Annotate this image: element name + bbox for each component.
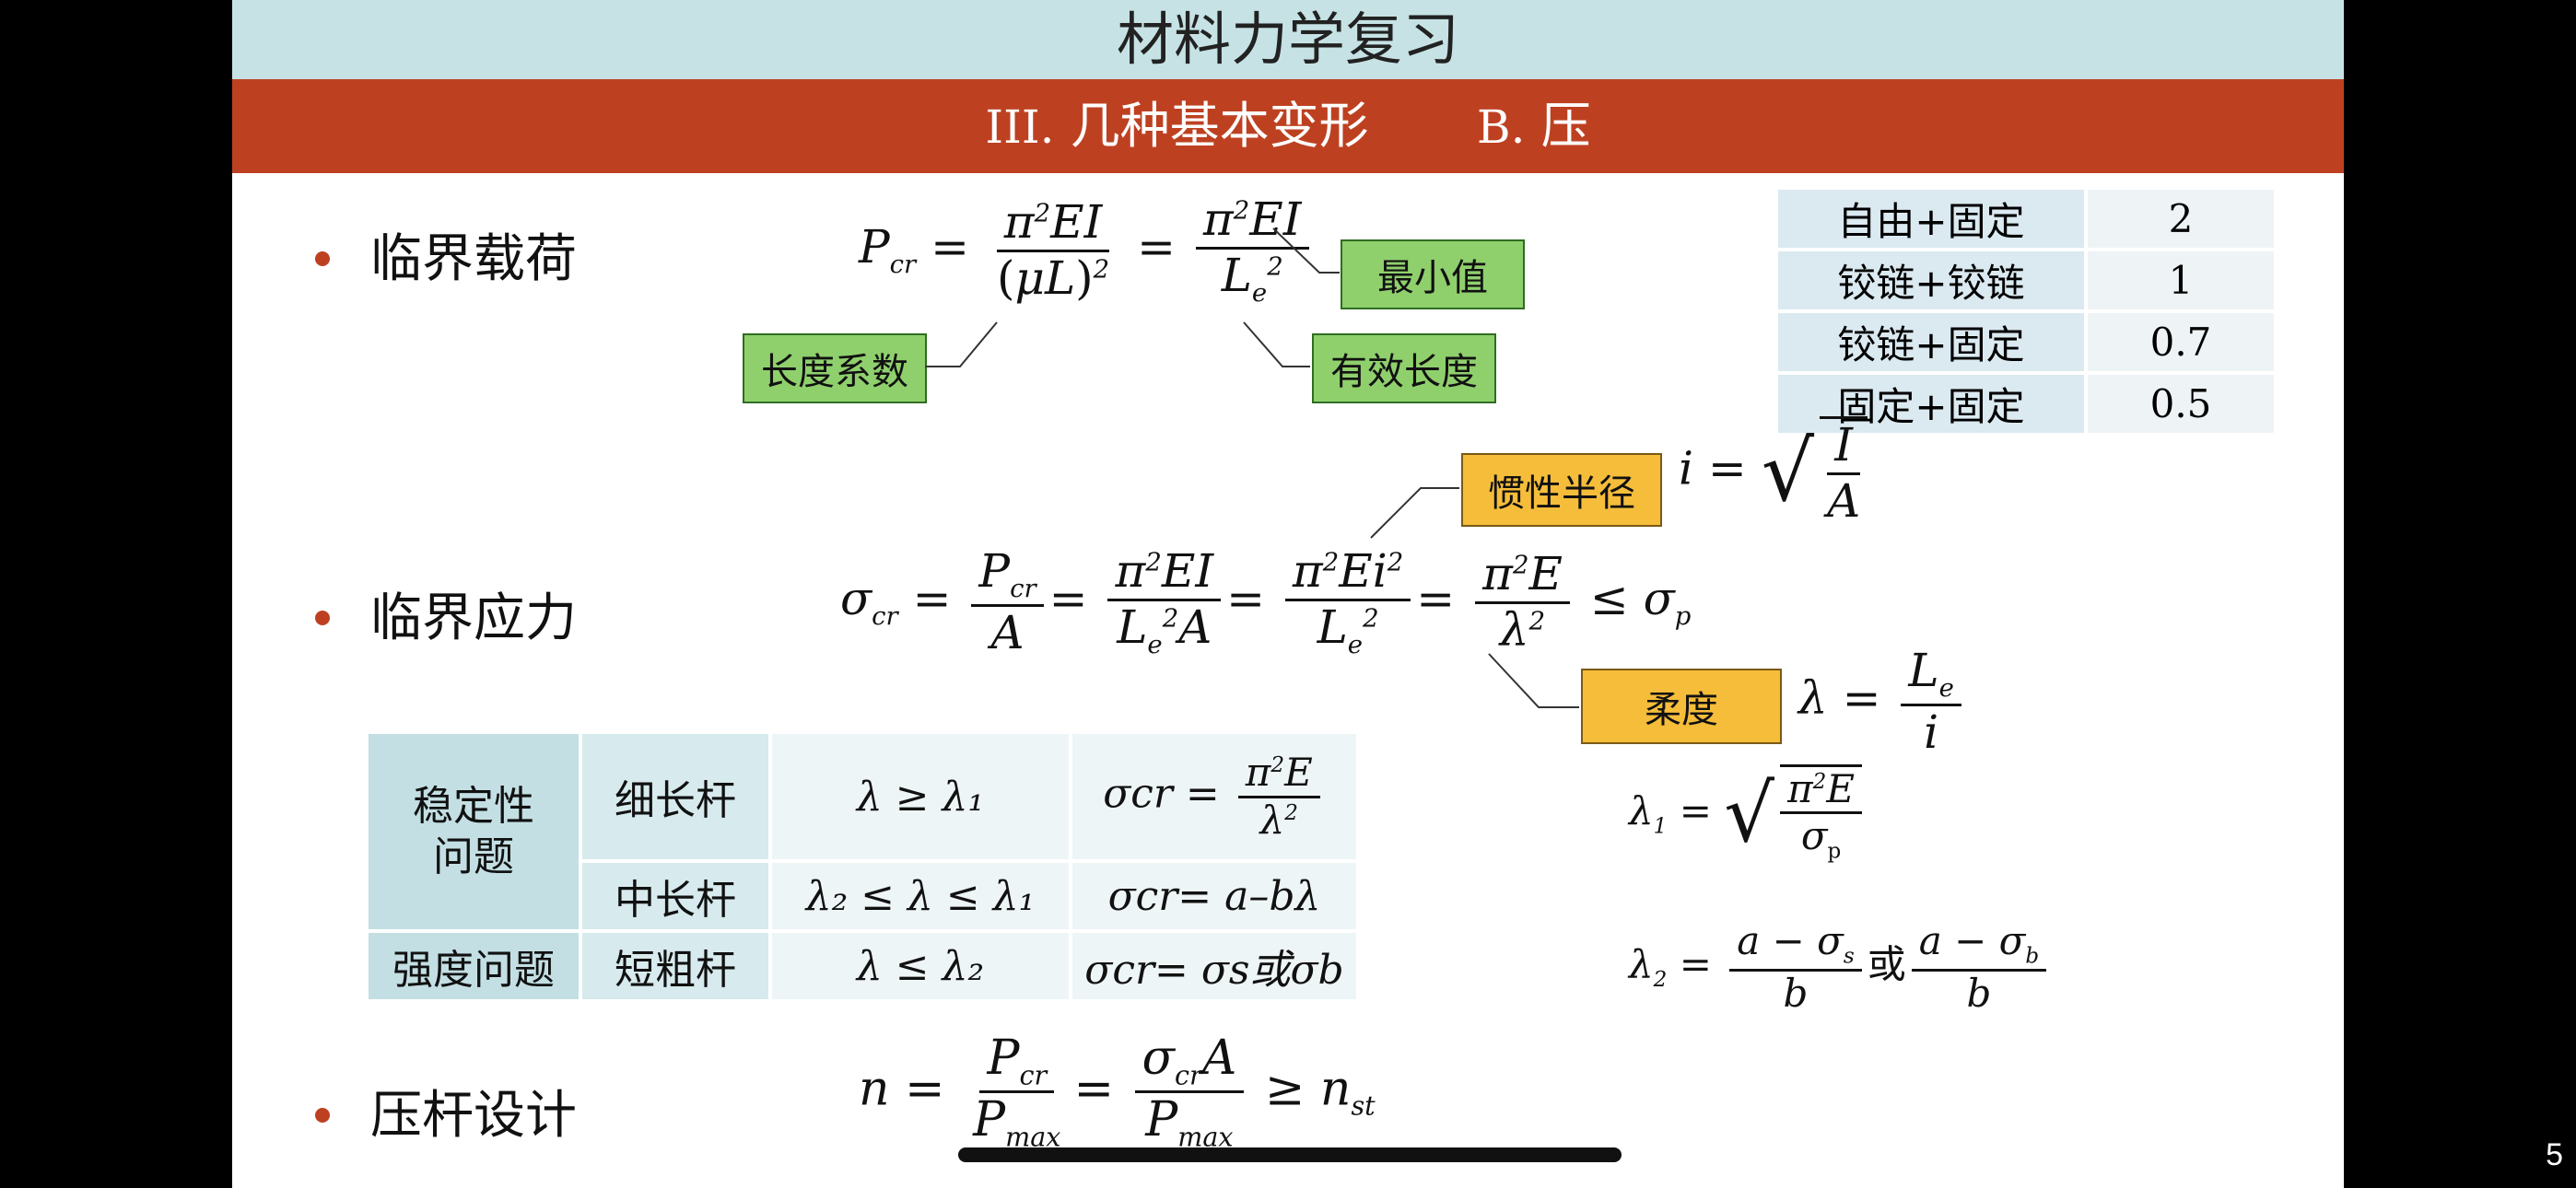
mu-cell: 0.7 — [2084, 313, 2274, 371]
bullet-text: 临界载荷 — [370, 229, 577, 289]
effective-length-callout: 有效长度 — [1312, 333, 1496, 403]
bullet-dot-icon — [315, 610, 330, 625]
condition-cell: λ ≥ λ₁ — [772, 734, 1069, 859]
mu-cell: 0.5 — [2084, 375, 2274, 433]
callout-connectors — [925, 227, 1579, 708]
type-cell: 短粗杆 — [582, 933, 768, 999]
bullet-text: 临界应力 — [370, 588, 577, 648]
section-letter: B. — [1476, 100, 1526, 154]
condition-cell: λ ≤ λ₂ — [772, 933, 1069, 999]
slenderness-callout: 柔度 — [1581, 669, 1782, 744]
support-cell: 固定+固定 — [1778, 375, 2084, 433]
mu-cell: 1 — [2084, 251, 2274, 309]
bullet-dot-icon — [315, 250, 330, 266]
connector-effective-length — [1243, 321, 1310, 367]
type-cell: 中长杆 — [582, 863, 768, 929]
slide: 材料力学复习 III. 几种基本变形 B. 压 临界载荷 临界应力 压杆设计 P… — [232, 0, 2344, 1188]
section-name: 几种基本变形 — [1070, 97, 1369, 155]
section-roman: III. — [985, 100, 1055, 154]
connector-gyration-radius — [1370, 487, 1459, 539]
section-header: III. 几种基本变形 B. 压 — [232, 79, 2344, 173]
min-value-callout: 最小值 — [1341, 239, 1525, 309]
group-strength-cell: 强度问题 — [369, 933, 579, 999]
gyration-radius-callout: 惯性半径 — [1461, 453, 1662, 527]
bullet-dot-icon — [315, 1107, 330, 1123]
table-row: 强度问题 短粗杆 λ ≤ λ₂ σcr= σs或σb — [369, 933, 1356, 999]
connector-slenderness — [1488, 653, 1579, 708]
table-row: 中长杆 λ₂ ≤ λ ≤ λ₁ σcr= a–bλ — [369, 863, 1356, 929]
condition-cell: λ₂ ≤ λ ≤ λ₁ — [772, 863, 1069, 929]
type-cell: 细长杆 — [582, 734, 768, 859]
bullet-critical-load: 临界载荷 — [315, 217, 577, 292]
mu-cell: 2 — [2084, 190, 2274, 248]
connector-length-factor — [925, 321, 998, 367]
formula-cell: σcr= a–bλ — [1072, 863, 1356, 929]
support-cell: 自由+固定 — [1778, 190, 2084, 248]
support-cell: 铰链+固定 — [1778, 313, 2084, 371]
page-number: 5 — [2546, 1137, 2563, 1172]
or-text: 或 — [1867, 941, 1906, 987]
bullet-text: 压杆设计 — [370, 1086, 577, 1146]
bullet-critical-stress: 临界应力 — [315, 577, 577, 651]
length-factor-callout: 长度系数 — [743, 333, 927, 403]
formula-cell: σcr= σs或σb — [1072, 933, 1356, 999]
slide-title: 材料力学复习 — [232, 0, 2344, 79]
bullet-strut-design: 压杆设计 — [315, 1074, 577, 1148]
home-indicator[interactable] — [958, 1147, 1622, 1162]
support-cell: 铰链+铰链 — [1778, 251, 2084, 309]
group-stability-cell: 稳定性问题 — [369, 734, 579, 929]
connector-min-value — [1272, 227, 1340, 274]
section-topic: 压 — [1540, 97, 1591, 155]
